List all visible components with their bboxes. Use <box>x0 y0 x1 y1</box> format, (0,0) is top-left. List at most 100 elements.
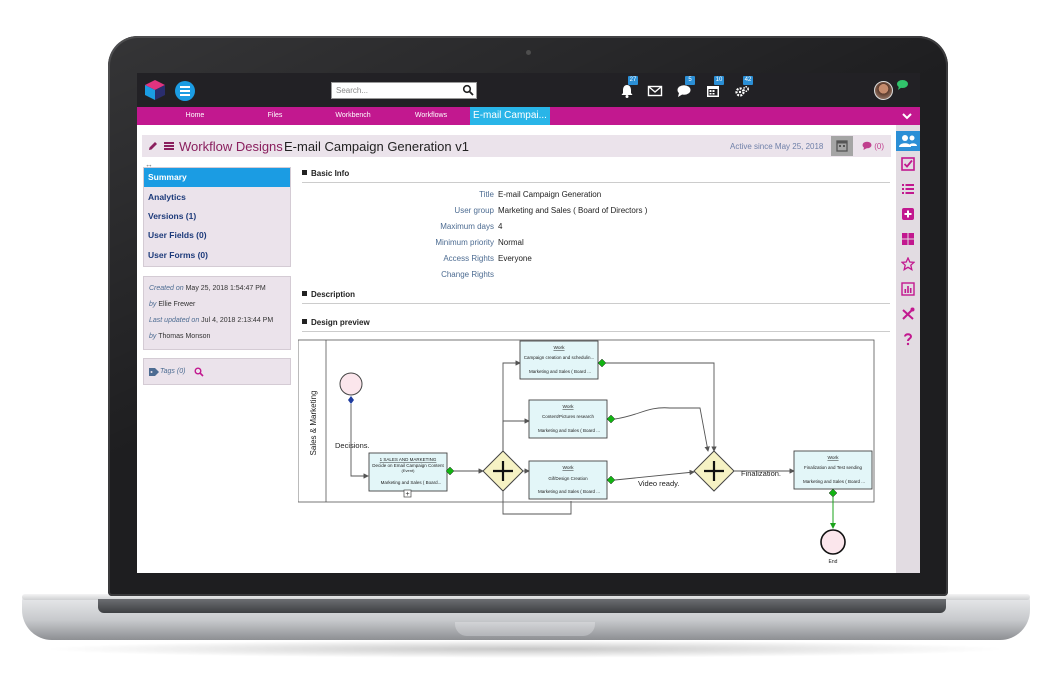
start-event[interactable] <box>339 372 363 396</box>
description-heading: Description <box>302 290 890 304</box>
nav-home[interactable]: Home <box>185 112 205 119</box>
basic-info-heading: Basic Info <box>302 169 890 183</box>
nav-workbench[interactable]: Workbench <box>335 112 371 119</box>
svg-text:Content/Pictures research: Content/Pictures research <box>542 414 595 419</box>
search-input[interactable] <box>331 82 477 99</box>
tag-icon <box>149 368 159 376</box>
calendar-icon <box>836 140 848 152</box>
end-event[interactable] <box>820 529 846 555</box>
comments-count[interactable]: (0) <box>862 141 884 151</box>
notifications-badge: 27 <box>628 76 638 85</box>
svg-text:(Event): (Event) <box>402 468 416 473</box>
svg-text:Decide on Email Campaign Conte: Decide on Email Campaign Content <box>372 463 444 468</box>
flow-label-finalization: Finalization. <box>741 469 781 478</box>
team-icon[interactable] <box>896 131 920 151</box>
notifications-bell-icon[interactable]: 27 <box>619 76 638 99</box>
parallel-gateway-split[interactable] <box>482 450 524 492</box>
comment-icon <box>862 141 872 150</box>
metadata-panel: Created on May 25, 2018 1:54:47 PM by El… <box>143 276 291 350</box>
right-sidebar <box>896 125 920 573</box>
bar-chart-icon[interactable] <box>901 282 915 296</box>
app-logo-icon[interactable] <box>145 80 165 100</box>
svg-text:Marketing and Sales ( Board ..: Marketing and Sales ( Board ... <box>538 489 600 494</box>
menu-user-fields[interactable]: User Fields (0) <box>148 230 207 240</box>
updated-by-label: by <box>149 333 157 340</box>
help-icon[interactable] <box>901 332 915 346</box>
access-rights-value: Everyone <box>498 254 532 263</box>
list-icon[interactable] <box>901 182 915 196</box>
main-menu-button[interactable] <box>175 81 195 101</box>
tab-email-campaign[interactable]: E-mail Campai... <box>470 107 550 125</box>
min-priority-value: Normal <box>498 238 524 247</box>
add-box-icon[interactable] <box>901 207 915 221</box>
created-value: May 25, 2018 1:54:47 PM <box>185 285 266 292</box>
comments-count-label: (0) <box>874 142 885 151</box>
chat-badge: 5 <box>685 76 695 85</box>
star-icon[interactable] <box>901 257 915 271</box>
main-nav: Home Files Workbench Workflows E-mail Ca… <box>137 107 920 125</box>
svg-text:1 SALES AND MARKETING: 1 SALES AND MARKETING <box>380 457 437 462</box>
created-by-value: Ellie Frewer <box>158 301 196 308</box>
created-by-label: by <box>149 301 157 308</box>
chat-bubble-icon[interactable]: 5 <box>676 76 695 99</box>
svg-text:Work: Work <box>562 465 574 471</box>
change-rights-label: Change Rights <box>441 270 494 279</box>
tags-label[interactable]: Tags (0) <box>160 368 186 375</box>
chevron-down-icon[interactable] <box>902 111 912 121</box>
menu-versions[interactable]: Versions (1) <box>148 211 197 221</box>
calendar-icon[interactable]: 10 <box>705 76 724 99</box>
mail-icon[interactable] <box>647 83 663 99</box>
tools-icon[interactable] <box>901 307 915 321</box>
settings-gears-icon[interactable]: 42 <box>734 76 753 99</box>
app-screen: 27 5 10 42 Home Files Workbench Workflow… <box>137 73 920 573</box>
nav-workflows[interactable]: Workflows <box>414 112 448 119</box>
title-label: Title <box>479 190 494 199</box>
header-menu-icon[interactable] <box>164 142 174 150</box>
svg-text:Work: Work <box>553 345 565 351</box>
workflow-diagram: Sales & Marketing Decisions. 1 SALES AND… <box>298 339 875 565</box>
resize-arrows-icon[interactable]: ↔ <box>145 160 153 169</box>
calendar-button[interactable] <box>831 136 853 156</box>
svg-text:Marketing and Sales ( Board ..: Marketing and Sales ( Board ... <box>529 369 591 374</box>
settings-badge: 42 <box>743 76 753 85</box>
camera <box>526 50 531 55</box>
user-group-value: Marketing and Sales ( Board of Directors… <box>498 206 648 215</box>
laptop-hinge <box>98 599 946 613</box>
user-group-label: User group <box>454 206 494 215</box>
task-gif-design[interactable]: Work Gif/Design Creation Marketing and S… <box>528 460 608 500</box>
left-menu: Summary Analytics Versions (1) User Fiel… <box>143 167 291 267</box>
max-days-value: 4 <box>498 222 503 231</box>
edit-pencil-icon[interactable] <box>148 141 158 151</box>
task-decide-content[interactable]: 1 SALES AND MARKETING Decide on Email Ca… <box>368 452 448 498</box>
messenger-icon[interactable] <box>895 79 909 91</box>
svg-text:Marketing and Sales ( Board ..: Marketing and Sales ( Board ... <box>803 479 865 484</box>
svg-text:Campaign creation and scheduli: Campaign creation and schedulin... <box>524 355 595 360</box>
menu-analytics[interactable]: Analytics <box>148 192 186 202</box>
svg-text:Work: Work <box>562 404 574 410</box>
updated-by-value: Thomas Monson <box>158 333 211 340</box>
min-priority-label: Minimum priority <box>435 238 494 247</box>
dashboard-grid-icon[interactable] <box>901 232 915 246</box>
svg-text:+: + <box>405 491 409 498</box>
task-campaign-creation[interactable]: Work Campaign creation and schedulin... … <box>519 340 599 380</box>
menu-summary[interactable]: Summary <box>144 168 290 187</box>
svg-text:Marketing and Sales ( Board...: Marketing and Sales ( Board... <box>381 480 442 485</box>
breadcrumb-section[interactable]: Workflow Designs <box>179 139 283 154</box>
parallel-gateway-join[interactable] <box>693 450 735 492</box>
tag-search-icon[interactable] <box>194 367 204 377</box>
lane-label: Sales & Marketing <box>309 391 318 456</box>
nav-files[interactable]: Files <box>267 112 283 119</box>
task-content-research[interactable]: Work Content/Pictures research Marketing… <box>528 399 608 439</box>
laptop-notch <box>455 622 595 636</box>
user-avatar[interactable] <box>874 81 893 100</box>
checklist-icon[interactable] <box>901 157 915 171</box>
task-finalization[interactable]: Work Finalization and Test sending Marke… <box>793 450 873 490</box>
updated-value: Jul 4, 2018 2:13:44 PM <box>201 317 274 324</box>
svg-text:Gif/Design Creation: Gif/Design Creation <box>548 476 588 481</box>
updated-label: Last updated on <box>149 317 200 324</box>
created-label: Created on <box>149 285 184 292</box>
pool-border <box>298 339 875 503</box>
search-icon[interactable] <box>462 84 474 96</box>
menu-user-forms[interactable]: User Forms (0) <box>148 250 208 260</box>
top-bar: 27 5 10 42 <box>137 73 920 107</box>
